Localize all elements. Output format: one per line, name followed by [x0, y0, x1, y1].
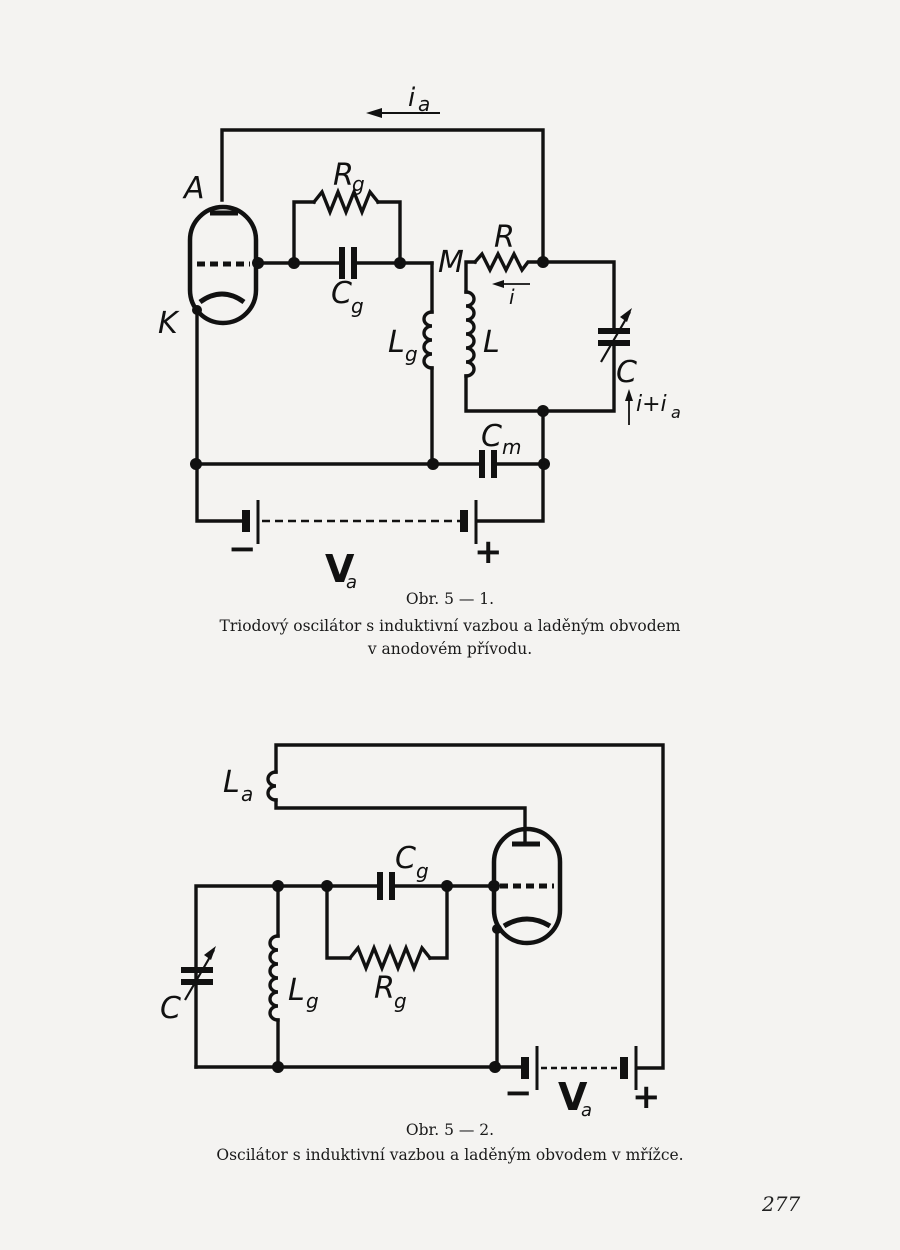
- figure-1-caption-line-1: Triodový oscilátor s induktivní vazbou a…: [219, 617, 681, 635]
- c-label: C: [616, 355, 637, 390]
- figure-2-caption-number: Obr. 5 — 2.: [405, 1121, 495, 1139]
- cg2-label: C: [395, 841, 416, 876]
- m-label: M: [438, 245, 464, 280]
- la-subscript: a: [241, 782, 253, 806]
- rg2-resistor: [347, 943, 433, 973]
- rg-subscript: g: [352, 172, 365, 196]
- minus2-label: −: [504, 1073, 533, 1113]
- va2-subscript: a: [581, 1100, 592, 1121]
- i-plus-ia-arrow-icon: [625, 389, 633, 401]
- i-plus-ia-label: i+i: [636, 392, 667, 417]
- va-subscript: a: [346, 572, 357, 593]
- lg-label: L: [388, 325, 405, 360]
- rg-label: R: [333, 158, 354, 193]
- ia-subscript: a: [418, 92, 430, 116]
- va-label: V: [325, 547, 355, 591]
- figure-1-caption-line-2: v anodovém přívodu.: [367, 640, 533, 658]
- battery-1: [242, 500, 478, 544]
- cathode-label: K: [158, 306, 180, 341]
- la-coil: [266, 770, 278, 802]
- va2-label: V: [558, 1075, 588, 1119]
- lg2-subscript: g: [306, 989, 319, 1013]
- ia-label: i: [408, 83, 416, 113]
- lg-subscript: g: [405, 342, 418, 366]
- plus-label: +: [474, 532, 503, 572]
- figure-2-caption-line-1: Oscilátor s induktivní vazbou a laděným …: [216, 1146, 684, 1164]
- triode-tube-1: [187, 204, 259, 326]
- lg2-label: L: [288, 973, 305, 1008]
- r-resistor: [472, 250, 545, 274]
- l-label: L: [483, 325, 500, 360]
- i-label: i: [509, 285, 515, 309]
- figure-1-caption-number: Obr. 5 — 1.: [405, 590, 495, 608]
- plus2-label: +: [632, 1077, 661, 1117]
- cm-label: C: [481, 419, 502, 454]
- rg2-subscript: g: [394, 989, 407, 1013]
- anode-wire: [220, 128, 545, 264]
- lg-coil: [422, 310, 434, 370]
- la-label: L: [223, 765, 240, 800]
- rg2-label: R: [374, 971, 395, 1006]
- lg2-coil: [268, 934, 280, 1022]
- minus-label: −: [228, 529, 257, 569]
- c2-label: C: [160, 991, 181, 1026]
- cm-subscript: m: [502, 435, 521, 459]
- triode-tube-2: [491, 826, 563, 946]
- i-arrow-head-icon: [492, 280, 504, 288]
- ia-arrow-head-icon: [366, 108, 382, 118]
- page-number: 277: [762, 1192, 801, 1216]
- cg2-subscript: g: [416, 859, 429, 883]
- anode-label: A: [182, 171, 205, 206]
- battery-2: [521, 1046, 638, 1090]
- l-coil: [464, 290, 476, 378]
- cathode-wire: [195, 308, 245, 523]
- cg-subscript: g: [351, 294, 364, 318]
- figure-1-circuit: A K R g C g L g M R L i C i+i a C m i a …: [158, 83, 681, 593]
- figure-2-circuit: L a C g C L g R g V a − +: [160, 743, 665, 1121]
- rg-resistor: [311, 187, 381, 217]
- r-label: R: [494, 220, 515, 255]
- i-plus-ia-subscript: a: [671, 403, 681, 422]
- cg-label: C: [331, 276, 352, 311]
